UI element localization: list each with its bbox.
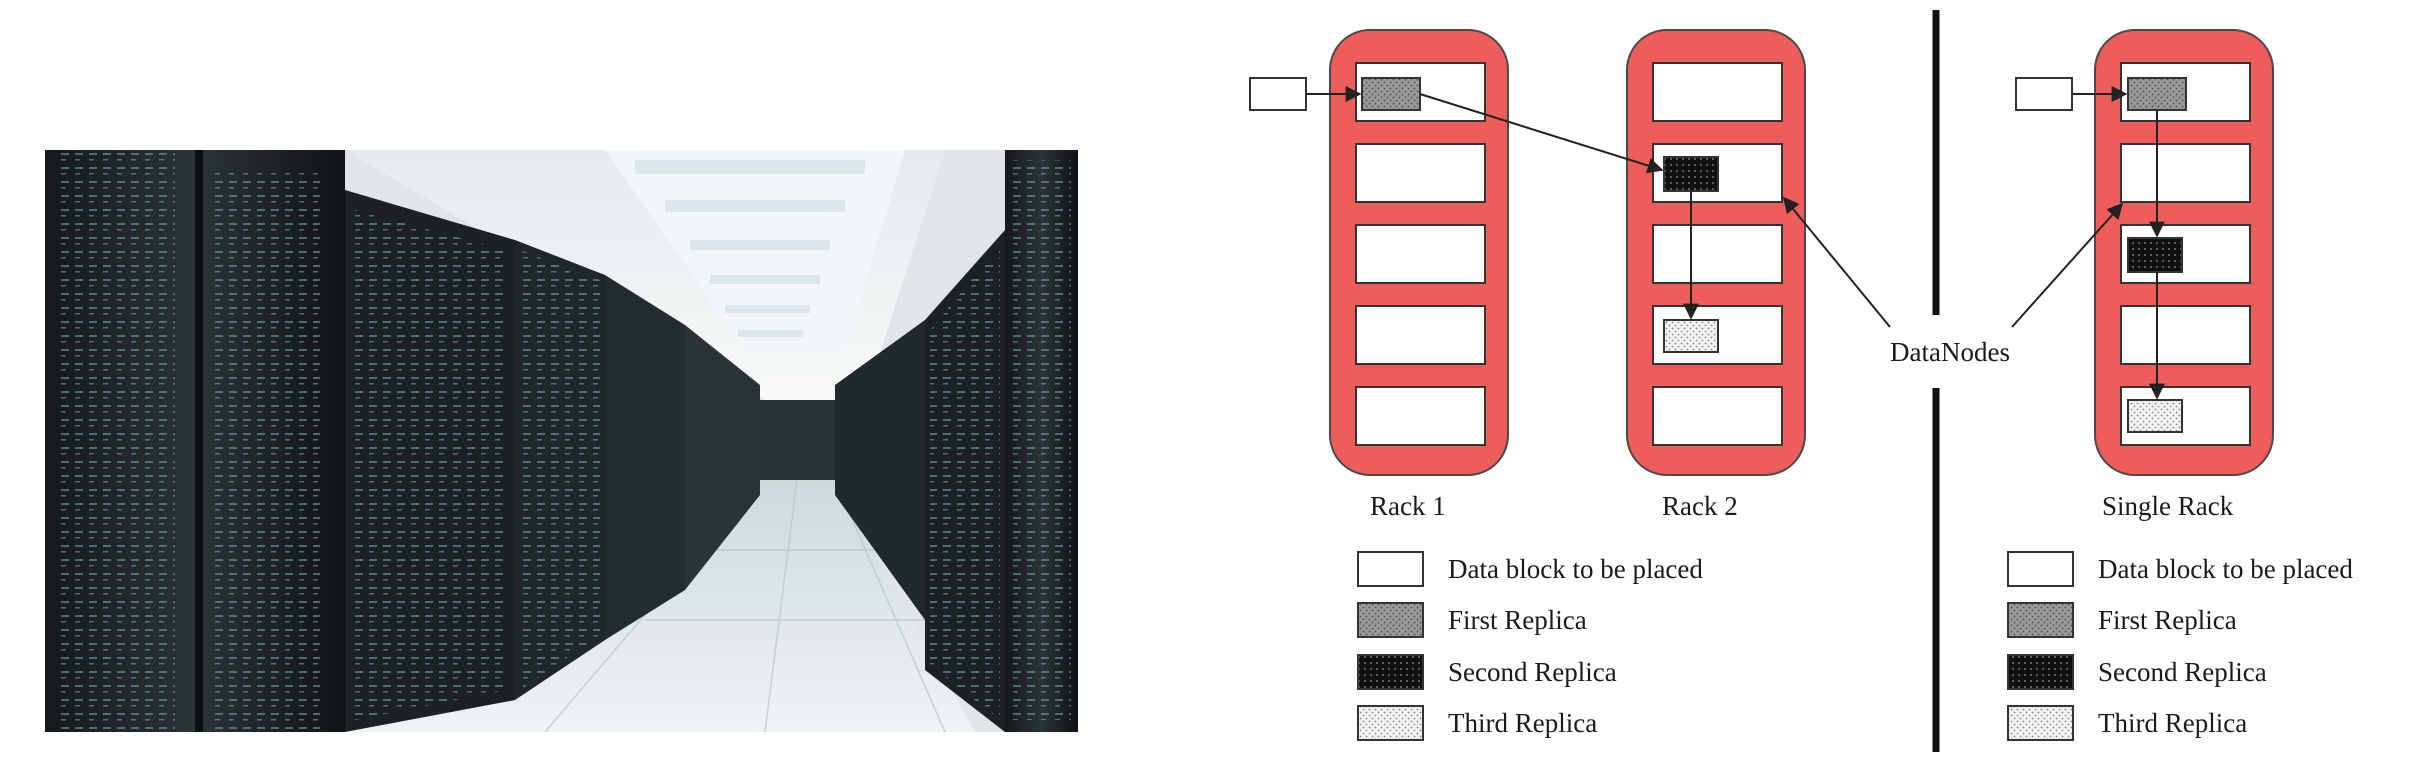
- single-node-2: [2120, 143, 2251, 203]
- first-replica-block: [1361, 77, 1421, 111]
- server-room-photo: [45, 150, 1078, 732]
- legend-swatch-first: [1357, 602, 1424, 638]
- pointer-datanodes-left: [1782, 196, 1891, 328]
- legend-label: Second Replica: [1448, 657, 1617, 687]
- single-node-4: [2120, 305, 2251, 365]
- legend-label: First Replica: [2098, 605, 2237, 635]
- rack1-node-4: [1355, 305, 1486, 365]
- single-first-replica-block: [2127, 77, 2187, 111]
- rack1-node-2: [1355, 143, 1486, 203]
- legend-label: First Replica: [1448, 605, 1587, 635]
- legend-left: Data block to be placed First Replica Se…: [1357, 551, 1703, 741]
- single-third-replica-block: [2127, 399, 2183, 433]
- rack1-node-3: [1355, 224, 1486, 284]
- incoming-block-right: [2015, 77, 2073, 111]
- legend-label: Third Replica: [2098, 708, 2247, 738]
- rack-1: [1329, 29, 1509, 476]
- legend-swatch-first: [2007, 602, 2074, 638]
- second-replica-block: [1663, 156, 1719, 192]
- rack-2: [1626, 29, 1806, 476]
- single-rack-label: Single Rack: [2102, 491, 2234, 521]
- legend-label: Second Replica: [2098, 657, 2267, 687]
- single-second-replica-block: [2127, 237, 2183, 273]
- incoming-block-left: [1249, 77, 1307, 111]
- arrow-to-second-replica: [1419, 93, 1664, 174]
- single-rack: [2094, 29, 2274, 476]
- rack1-label: Rack 1: [1370, 491, 1446, 521]
- legend-swatch-third: [2007, 705, 2074, 741]
- legend-swatch-second: [2007, 654, 2074, 690]
- legend-swatch-third: [1357, 705, 1424, 741]
- third-replica-block: [1663, 319, 1719, 353]
- legend-swatch-second: [1357, 654, 1424, 690]
- rack2-node-5: [1652, 386, 1783, 446]
- rack1-node-5: [1355, 386, 1486, 446]
- rack2-node-1: [1652, 62, 1783, 122]
- rack2-node-3: [1652, 224, 1783, 284]
- legend-right: Data block to be placed First Replica Se…: [2007, 551, 2353, 741]
- datanodes-label: DataNodes: [1890, 337, 2010, 367]
- pointer-datanodes-right: [2011, 202, 2124, 328]
- legend-label: Data block to be placed: [2098, 554, 2353, 584]
- legend-label: Third Replica: [1448, 708, 1597, 738]
- legend-label: Data block to be placed: [1448, 554, 1703, 584]
- legend-swatch-empty: [2007, 551, 2074, 587]
- rack2-label: Rack 2: [1662, 491, 1738, 521]
- legend-swatch-empty: [1357, 551, 1424, 587]
- single-node-5: [2120, 386, 2251, 446]
